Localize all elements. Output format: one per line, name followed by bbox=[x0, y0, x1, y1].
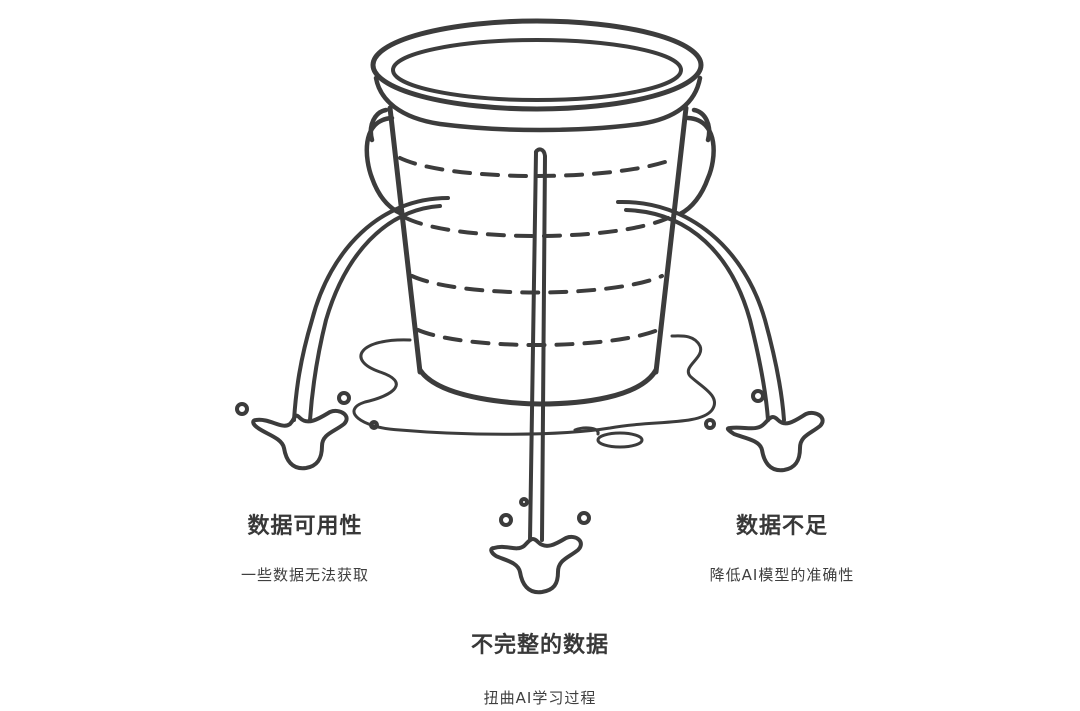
incomplete-data-subtitle: 扭曲AI学习过程 bbox=[483, 689, 597, 707]
insufficient-data-subtitle: 降低AI模型的准确性 bbox=[709, 566, 855, 584]
data-availability-title: 数据可用性 bbox=[247, 514, 363, 539]
water-splash-icon bbox=[704, 389, 825, 473]
right-leak-stream bbox=[616, 199, 786, 422]
label-incomplete-data: 不完整的数据 扭曲AI学习过程 bbox=[440, 627, 640, 708]
data-availability-subtitle: 一些数据无法获取 bbox=[240, 566, 369, 584]
center-leak-stream bbox=[528, 147, 547, 542]
insufficient-data-title: 数据不足 bbox=[735, 514, 828, 539]
left-leak-stream bbox=[292, 196, 450, 422]
water-splash-icon bbox=[235, 391, 379, 471]
leaking-bucket-icon bbox=[370, 18, 704, 407]
label-insufficient-data: 数据不足 降低AI模型的准确性 bbox=[682, 508, 882, 585]
water-puddle-icon bbox=[352, 334, 716, 449]
water-splash-icon bbox=[489, 497, 591, 595]
incomplete-data-title: 不完整的数据 bbox=[470, 633, 609, 658]
label-data-availability: 数据可用性 一些数据无法获取 bbox=[205, 508, 405, 585]
bucket-handle bbox=[364, 107, 716, 217]
